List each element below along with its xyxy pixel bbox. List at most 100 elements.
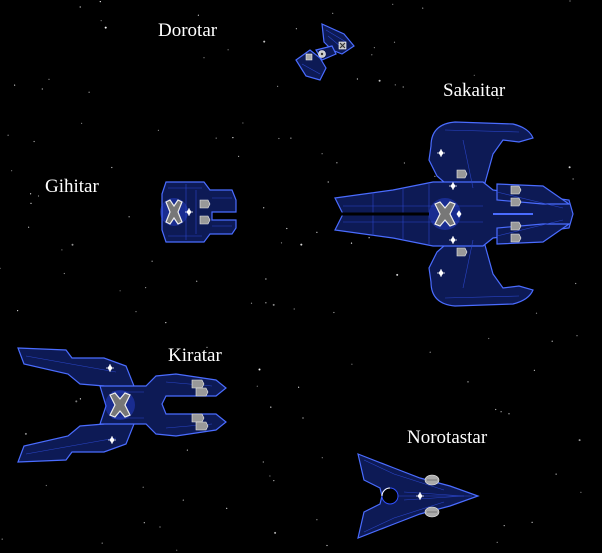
star (295, 28, 297, 30)
star (555, 473, 557, 475)
star (551, 340, 553, 342)
ship-label-dorotar: Dorotar (158, 20, 218, 41)
star (37, 195, 40, 197)
star (262, 461, 264, 463)
star (79, 6, 81, 8)
star (273, 480, 275, 482)
star (533, 369, 536, 371)
star (101, 542, 103, 544)
star (238, 155, 240, 157)
star (535, 312, 538, 314)
star-weapon-icon (416, 492, 424, 500)
star (197, 14, 199, 16)
star (45, 484, 47, 487)
star (500, 411, 502, 413)
star (196, 280, 198, 282)
star (30, 202, 32, 204)
star (300, 243, 303, 246)
star (351, 363, 353, 365)
star (434, 175, 436, 177)
star (316, 519, 318, 521)
star (429, 351, 431, 353)
star (0, 267, 1, 269)
star (422, 7, 424, 9)
star (333, 311, 335, 314)
ship-label-sakaitar: Sakaitar (443, 80, 506, 101)
star (290, 137, 292, 139)
star (227, 49, 229, 51)
star (326, 544, 328, 547)
star (186, 449, 188, 451)
star (41, 88, 43, 90)
star (269, 475, 271, 477)
star (503, 525, 505, 527)
star (378, 79, 381, 82)
star (7, 134, 9, 136)
star (71, 243, 74, 246)
x-core-icon (434, 201, 456, 227)
star (157, 129, 159, 131)
star (531, 521, 533, 523)
star (272, 303, 275, 306)
star (336, 162, 338, 164)
star (1, 538, 3, 540)
star (143, 522, 145, 524)
star (497, 97, 499, 99)
star (24, 432, 27, 435)
ship-label-kiratar: Kiratar (168, 345, 222, 366)
ship-norotastar[interactable] (354, 452, 484, 542)
ship-kiratar[interactable] (16, 346, 228, 466)
star (495, 408, 497, 411)
star (242, 122, 244, 124)
star (48, 78, 50, 80)
ship-dorotar[interactable] (292, 20, 358, 86)
star (88, 91, 90, 93)
star (67, 180, 69, 182)
star (226, 507, 228, 509)
star (392, 3, 394, 5)
star (61, 249, 63, 251)
star (79, 398, 81, 400)
star (321, 457, 323, 459)
star (99, 1, 101, 3)
star (270, 406, 272, 408)
x-core-icon (165, 199, 183, 225)
star (159, 526, 161, 528)
star (206, 346, 208, 348)
star (11, 170, 13, 172)
thruster-icon (191, 379, 209, 431)
star (104, 26, 107, 29)
star (578, 439, 581, 442)
star (576, 335, 578, 337)
star (135, 311, 137, 313)
star (250, 302, 253, 304)
ship-gihitar[interactable] (156, 180, 240, 244)
star (263, 40, 266, 43)
star (258, 368, 261, 371)
star (75, 400, 78, 403)
star (356, 78, 358, 80)
star (100, 20, 102, 22)
star (332, 12, 334, 14)
star (182, 499, 184, 501)
star (402, 86, 404, 88)
star (119, 290, 121, 292)
x-core-icon (109, 392, 131, 418)
star (33, 140, 35, 143)
star (496, 541, 498, 544)
star (265, 302, 267, 304)
star (145, 287, 147, 289)
ship-label-gihitar: Gihitar (45, 176, 99, 197)
star (373, 47, 375, 49)
star (277, 85, 279, 87)
ship-sakaitar[interactable] (333, 120, 575, 308)
star (508, 413, 510, 415)
star-weapon-icon (437, 149, 462, 277)
star (17, 310, 19, 312)
star (302, 417, 304, 419)
star (467, 381, 469, 383)
star (176, 549, 178, 551)
star (394, 84, 396, 86)
star (28, 226, 30, 228)
star (298, 386, 300, 388)
